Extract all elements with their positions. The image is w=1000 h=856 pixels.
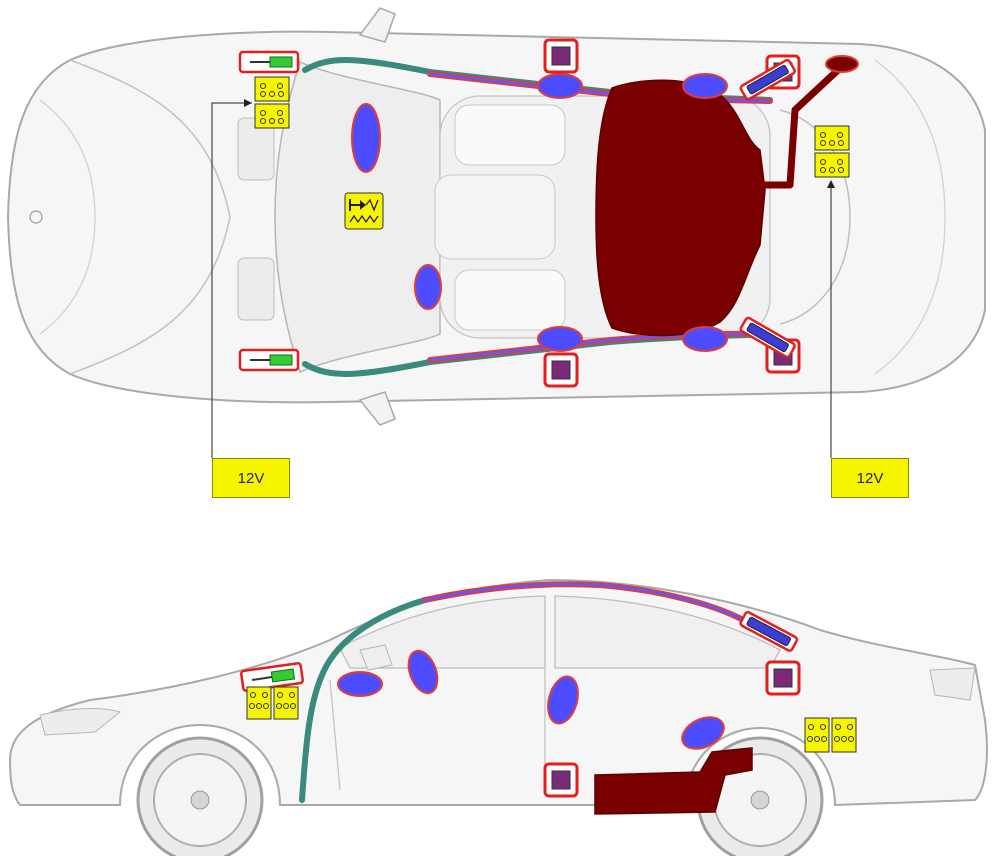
- gas-generator-icon: [739, 58, 796, 101]
- gas-generator-icon: [739, 611, 799, 652]
- airbag-icon: [537, 73, 583, 99]
- high-voltage-module-side: [594, 747, 753, 815]
- battery-icon: [246, 686, 299, 720]
- sensor-icon: [543, 762, 579, 798]
- belt-tensioner-icon: [240, 662, 304, 692]
- gas-generator-icon: [739, 316, 796, 359]
- airbag-icon: [682, 326, 728, 352]
- belt-tensioner-icon: [238, 348, 300, 372]
- leader-line-left: [211, 102, 252, 458]
- battery-voltage-text: 12V: [237, 469, 265, 487]
- battery-icon: [814, 125, 850, 178]
- high-voltage-cable-top: [760, 67, 841, 189]
- airbag-icon: [681, 716, 725, 750]
- battery-voltage-label-left: 12V: [212, 458, 290, 498]
- airbag-icon: [414, 264, 442, 310]
- sensor-icon: [543, 38, 579, 74]
- battery-icon: [804, 717, 857, 753]
- airbag-icon: [407, 649, 439, 695]
- airbag-icon: [351, 103, 381, 173]
- battery-voltage-text: 12V: [856, 469, 884, 487]
- airbag-icon: [547, 675, 579, 725]
- charging-port-top: [825, 55, 859, 73]
- belt-tensioner-icon: [238, 50, 300, 74]
- airbag-icon: [537, 326, 583, 352]
- a-pillar-cable-side: [299, 597, 428, 803]
- pressure-sensor-icon: [344, 192, 384, 230]
- battery-voltage-label-right: 12V: [831, 458, 909, 498]
- sensor-icon: [543, 352, 579, 388]
- battery-icon: [254, 76, 290, 129]
- sensor-icon: [765, 660, 801, 696]
- airbag-icon: [337, 671, 383, 697]
- airbag-icon: [682, 73, 728, 99]
